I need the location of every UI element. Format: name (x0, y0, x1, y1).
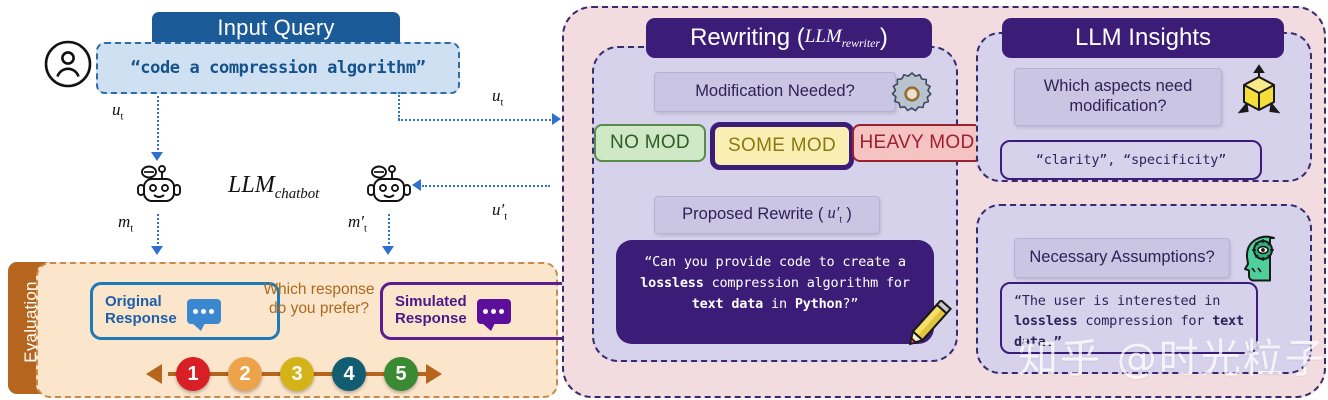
evaluation-panel: Evaluation Original Response Which respo… (8, 262, 578, 398)
proposed-rewrite-label: Proposed Rewrite ( u′t ) (654, 196, 880, 234)
mod-button-no[interactable]: NO MOD (594, 124, 706, 162)
mod-button-some[interactable]: SOME MOD (710, 122, 854, 170)
rating-dot-3[interactable]: 3 (280, 357, 314, 391)
modification-needed-label: Modification Needed? (654, 72, 896, 112)
chatbot-icon-simulated (367, 165, 411, 202)
llm-chatbot-label: LLMchatbot (228, 172, 320, 202)
arrow-chatbot-to-eval-right-head (382, 246, 394, 255)
rewriting-header: Rewriting (LLMrewriter) (646, 18, 932, 58)
user-avatar-icon (44, 40, 92, 88)
chat-bubble-icon-original (186, 298, 221, 331)
aspects-value-box: “clarity”, “specificity” (1000, 140, 1262, 180)
arrow-query-to-rewriting (398, 119, 554, 121)
scale-arrow-left (146, 364, 162, 384)
pencil-icon (909, 300, 952, 346)
rating-dot-1[interactable]: 1 (176, 357, 210, 391)
llm-insights-header: LLM Insights (1002, 18, 1284, 58)
input-query-box[interactable]: “code a compression algorithm” (96, 42, 460, 94)
aspects-value-text: “clarity”, “specificity” (1035, 151, 1227, 168)
assumption-line-1: “The user is interested in (1014, 293, 1221, 309)
proposed-rewrite-text-box: “Can you provide code to create a lossle… (616, 240, 934, 344)
watermark: 知乎 @时光粒子 (1018, 336, 1327, 382)
arrow-rewrite-to-chatbot-head (412, 179, 421, 191)
label-m-t: mt (118, 212, 134, 235)
label-u-t-right: ut (492, 86, 504, 109)
rewrite-line-3: text data in Python?” (691, 295, 859, 312)
arrow-chatbot-to-eval-left (157, 214, 159, 248)
label-u-t-down: ut (112, 100, 124, 123)
rewriting-header-text: Rewriting ( (690, 24, 805, 51)
label-m-t-prime: m′t (348, 212, 367, 235)
arrow-chatbot-to-eval-right (388, 214, 390, 248)
rating-dot-4[interactable]: 4 (332, 357, 366, 391)
input-query-header: Input Query (152, 12, 400, 44)
scale-arrow-right (426, 364, 442, 384)
rating-dot-2[interactable]: 2 (228, 357, 262, 391)
simulated-response-card[interactable]: Simulated Response (380, 282, 578, 340)
assumption-value-box: “The user is interested in lossless comp… (1000, 282, 1258, 354)
rewrite-line-1: “Can you provide code to create a (644, 254, 906, 270)
input-query-text: “code a compression algorithm” (130, 58, 426, 78)
cube-3d-icon (1237, 64, 1281, 114)
mod-button-heavy[interactable]: HEAVY MOD (852, 124, 982, 162)
arrow-chatbot-to-eval-left-head (151, 246, 163, 255)
original-response-label: Original Response (105, 293, 177, 327)
simulated-response-label: Simulated Response (395, 293, 467, 327)
arrow-rewrite-to-chatbot (422, 185, 550, 187)
head-thinking-icon (1244, 235, 1275, 282)
rating-dot-5[interactable]: 5 (384, 357, 418, 391)
chatbot-icon-original (137, 165, 181, 202)
arrow-query-riser (398, 92, 400, 120)
label-u-t-prime: u′t (492, 200, 508, 223)
gear-icon (891, 72, 932, 112)
evaluation-body: Original Response Which response do you … (36, 262, 578, 398)
arrow-user-to-chatbot-head (151, 152, 163, 161)
arrow-query-to-rewriting-head (552, 113, 561, 125)
assumption-line-2: lossless compression for text (1014, 313, 1244, 330)
arrow-user-to-chatbot (157, 96, 159, 154)
aspects-question-label: Which aspects need modification? (1014, 68, 1222, 126)
original-response-card[interactable]: Original Response (90, 282, 280, 340)
assumption-line-3: data.” (1014, 333, 1062, 350)
preference-question: Which response do you prefer? (263, 281, 375, 318)
chat-bubble-icon-simulated (476, 298, 511, 331)
assumptions-question-label: Necessary Assumptions? (1014, 238, 1230, 278)
rewrite-line-2: lossless compression algorithm for (640, 274, 910, 291)
